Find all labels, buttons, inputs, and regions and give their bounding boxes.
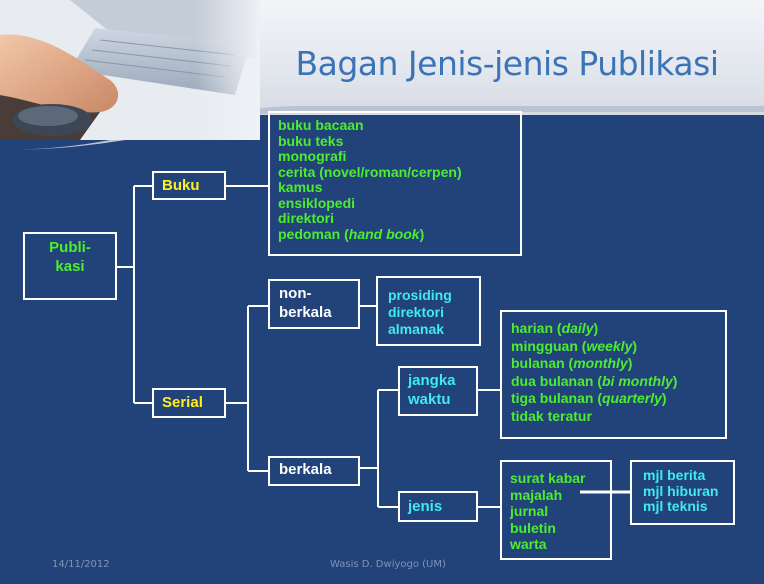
buku-box: Buku bbox=[152, 171, 226, 200]
buku-item: buku teks bbox=[278, 132, 344, 149]
slide-title: Bagan Jenis-jenis Publikasi bbox=[295, 44, 719, 83]
root-label-line1: Publi- bbox=[49, 239, 91, 256]
jangka-waktu-list-box: harian (daily) mingguan (weekly) bulanan… bbox=[500, 310, 727, 439]
jenis-item: surat kabar bbox=[510, 470, 586, 486]
buku-item: buku bacaan bbox=[278, 117, 364, 133]
berkala-box: berkala bbox=[268, 456, 360, 486]
jenis-label: jenis bbox=[408, 498, 443, 515]
majalah-item: mjl hiburan bbox=[643, 482, 719, 499]
buku-item: cerita (novel/roman/cerpen) bbox=[278, 163, 462, 180]
buku-item-pedoman: pedoman (hand book) bbox=[278, 225, 425, 242]
buku-list-box: buku bacaan buku teks monografi cerita (… bbox=[268, 111, 522, 256]
footer-author: Wasis D. Dwiyogo (UM) bbox=[330, 559, 446, 570]
nonberkala-label-line2: berkala bbox=[279, 304, 332, 321]
nonberkala-item: almanak bbox=[388, 321, 445, 337]
nonberkala-label-line1: non- bbox=[279, 285, 312, 302]
jenis-item: buletin bbox=[510, 519, 556, 536]
majalah-item: mjl berita bbox=[643, 467, 706, 483]
buku-item: monografi bbox=[278, 148, 347, 164]
jenis-box: jenis bbox=[398, 491, 478, 522]
nonberkala-item: direktori bbox=[388, 304, 445, 320]
buku-label: Buku bbox=[162, 177, 200, 194]
jenis-item: jurnal bbox=[510, 503, 549, 519]
nonberkala-item: prosiding bbox=[388, 287, 452, 303]
header-wave-decoration bbox=[0, 106, 764, 150]
buku-item: direktori bbox=[278, 210, 335, 226]
nonberkala-box: non- berkala bbox=[268, 279, 360, 329]
majalah-item: mjl teknis bbox=[643, 498, 708, 514]
frequency-item: mingguan (weekly) bbox=[511, 337, 638, 354]
majalah-list-box: mjl berita mjl hiburan mjl teknis bbox=[630, 460, 735, 525]
jangka-waktu-label-line2: waktu bbox=[408, 391, 451, 408]
jangka-waktu-label-line1: jangka bbox=[408, 372, 456, 389]
frequency-item: tiga bulanan (quarterly) bbox=[511, 390, 667, 406]
serial-label: Serial bbox=[162, 394, 203, 411]
frequency-item: harian (daily) bbox=[511, 320, 599, 336]
berkala-label: berkala bbox=[279, 461, 332, 478]
root-publikasi-box: Publi- kasi bbox=[23, 232, 117, 300]
footer-date: 14/11/2012 bbox=[52, 559, 110, 570]
jenis-item: warta bbox=[510, 536, 547, 552]
jangka-waktu-box: jangka waktu bbox=[398, 366, 478, 416]
root-label-line2: kasi bbox=[55, 258, 85, 275]
frequency-item: dua bulanan (bi monthly) bbox=[511, 372, 678, 389]
buku-item: ensiklopedi bbox=[278, 194, 356, 211]
jenis-item: majalah bbox=[510, 486, 563, 503]
serial-box: Serial bbox=[152, 388, 226, 418]
jenis-list-box: surat kabar majalah jurnal buletin warta bbox=[500, 460, 612, 560]
frequency-item: bulanan (monthly) bbox=[511, 355, 633, 371]
header-photo-laptop-hand bbox=[0, 0, 260, 140]
nonberkala-list-box: prosiding direktori almanak bbox=[376, 276, 481, 346]
frequency-item: tidak teratur bbox=[511, 407, 592, 424]
buku-item: kamus bbox=[278, 179, 323, 195]
